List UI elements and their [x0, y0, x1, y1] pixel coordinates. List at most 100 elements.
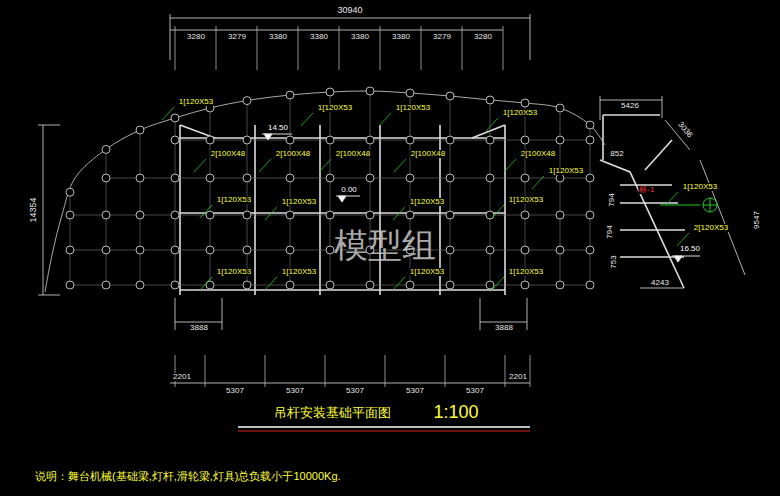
dimension-label: 2201	[508, 373, 528, 381]
leader-lines	[162, 107, 689, 290]
column-marker	[136, 126, 144, 134]
column-marker	[521, 174, 529, 182]
dimension-label: 1[120X53	[682, 183, 718, 191]
column-marker	[326, 174, 334, 182]
dimension-label: 1:100	[432, 403, 479, 421]
column-marker	[136, 281, 144, 289]
dimension-label: 4243	[650, 279, 670, 287]
dimension-label: 16.50	[679, 245, 701, 253]
column-marker	[486, 211, 494, 219]
outline-curve	[45, 91, 605, 292]
column-marker	[486, 96, 494, 104]
column-marker	[243, 97, 251, 105]
column-marker	[286, 211, 294, 219]
column-marker	[486, 281, 494, 289]
column-marker	[171, 246, 179, 254]
column-marker	[326, 281, 334, 289]
column-marker	[586, 281, 594, 289]
column-marker	[171, 136, 179, 144]
column-marker	[366, 87, 374, 95]
dimension-label: 3380	[350, 33, 370, 41]
dimension-label: 3380	[268, 33, 288, 41]
dimension-label: 3279	[227, 33, 247, 41]
column-marker	[206, 174, 214, 182]
column-marker	[66, 281, 74, 289]
dimension-label: 0.00	[340, 186, 358, 194]
dimension-label: 5307	[405, 387, 425, 395]
dimension-ticks	[175, 355, 530, 387]
column-marker	[586, 136, 594, 144]
dimension-label: 3380	[309, 33, 329, 41]
watermark: 模型组	[333, 228, 437, 262]
dimension-label: 3279	[432, 33, 452, 41]
dimension-label: 2[100X48	[210, 150, 246, 158]
elevation-marks	[262, 134, 700, 262]
dimension-label: 1[120X53	[409, 198, 445, 206]
column-marker	[102, 211, 110, 219]
column-marker	[446, 246, 454, 254]
column-marker	[171, 211, 179, 219]
column-marker	[66, 188, 74, 196]
column-marker	[243, 211, 251, 219]
column-marker	[326, 246, 334, 254]
dimension-label: 852	[609, 150, 624, 158]
dimension-label: 5307	[285, 387, 305, 395]
dimension-lines	[38, 14, 745, 383]
beam-lines	[180, 115, 685, 295]
column-marker	[446, 211, 454, 219]
column-marker	[446, 136, 454, 144]
column-marker	[521, 246, 529, 254]
column-marker	[586, 211, 594, 219]
column-marker	[243, 281, 251, 289]
column-marker	[286, 91, 294, 99]
column-marker	[406, 281, 414, 289]
dimension-label: 794	[608, 192, 616, 207]
column-marker	[243, 246, 251, 254]
column-marker	[326, 136, 334, 144]
column-marker	[286, 174, 294, 182]
column-marker	[136, 246, 144, 254]
column-marker	[66, 246, 74, 254]
column-marker	[206, 211, 214, 219]
column-marker	[243, 136, 251, 144]
column-marker	[102, 246, 110, 254]
column-marker	[486, 246, 494, 254]
column-marker	[206, 246, 214, 254]
dimension-label: 5426	[620, 102, 640, 110]
column-marker	[406, 211, 414, 219]
dimension-label: 1[120X53	[548, 167, 584, 175]
grid	[66, 87, 594, 289]
dimension-label: 3888	[494, 324, 514, 332]
column-marker	[556, 174, 564, 182]
column-marker	[366, 136, 374, 144]
dimension-label: 1[120X53	[409, 268, 445, 276]
column-marker	[66, 211, 74, 219]
dimension-label: 1[120X53	[281, 198, 317, 206]
column-marker	[446, 174, 454, 182]
dimension-label: 2[100X48	[410, 150, 446, 158]
column-marker	[521, 136, 529, 144]
column-marker	[406, 136, 414, 144]
column-marker	[586, 246, 594, 254]
dimension-label: 2[100X48	[520, 150, 556, 158]
column-marker	[102, 281, 110, 289]
column-marker	[556, 136, 564, 144]
column-marker	[326, 88, 334, 96]
column-marker	[326, 211, 334, 219]
column-marker	[243, 174, 251, 182]
dimension-label: 1[120X53	[281, 268, 317, 276]
dimension-label: 14.50	[267, 124, 289, 132]
dimension-ticks	[175, 26, 503, 70]
dimension-label: 1[120X53	[178, 98, 214, 106]
column-marker	[286, 136, 294, 144]
dimension-label: 2[100X48	[275, 150, 311, 158]
column-marker	[171, 114, 179, 122]
column-marker	[286, 281, 294, 289]
column-marker	[366, 281, 374, 289]
column-marker	[556, 211, 564, 219]
dimension-label: 说明：舞台机械(基础梁,灯杆,滑轮梁,灯具)总负载小于10000Kg.	[34, 471, 342, 482]
column-marker	[486, 136, 494, 144]
column-marker	[171, 174, 179, 182]
column-marker	[586, 174, 594, 182]
dimension-label: 1[120X53	[502, 109, 538, 117]
